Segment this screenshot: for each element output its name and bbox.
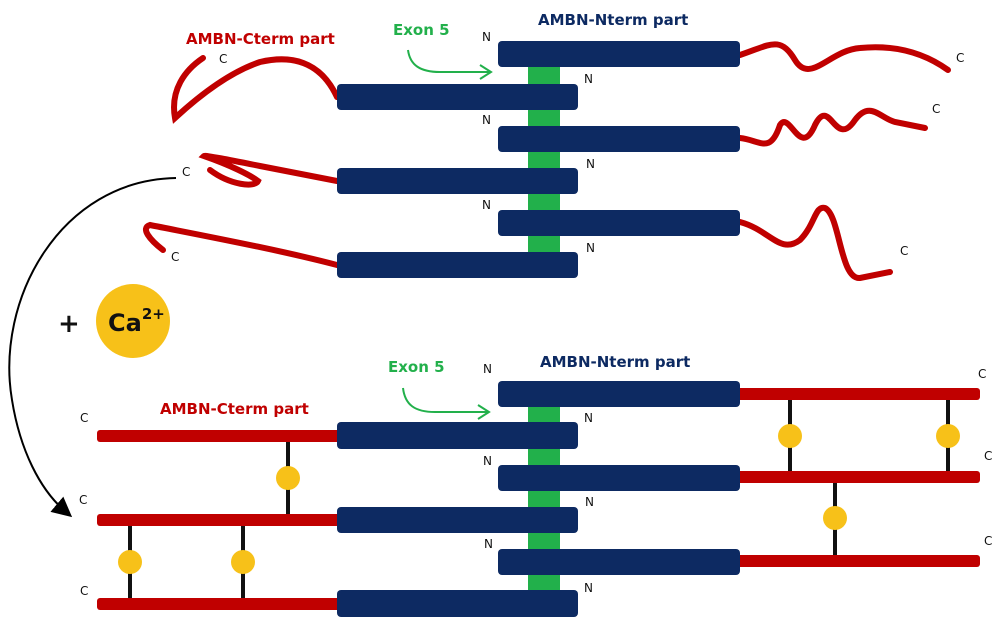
cterm-tail <box>143 221 340 268</box>
exon5-pointer-arrow <box>402 387 488 413</box>
nterm-bar <box>498 126 740 152</box>
cterm-tail <box>171 55 340 124</box>
cterm-tail <box>198 152 340 188</box>
c-terminus-label: C <box>984 534 992 548</box>
bottom-assembly: N N N N N N C C C C C C AMBN-Cterm part … <box>79 353 992 617</box>
n-terminus-label: N <box>483 362 492 376</box>
n-terminus-label: N <box>584 72 593 86</box>
n-terminus-label: N <box>584 581 593 595</box>
calcium-dot <box>823 506 847 530</box>
cterm-bar <box>736 555 980 567</box>
cterm-bar <box>736 471 980 483</box>
nterm-bar <box>498 465 740 491</box>
n-terminus-label: N <box>483 454 492 468</box>
cterm-tail <box>737 107 928 147</box>
n-terminus-label: N <box>482 113 491 127</box>
c-terminus-label: C <box>932 102 940 116</box>
nterm-bar <box>498 381 740 407</box>
cterm-bar <box>97 598 342 610</box>
c-terminus-label: C <box>219 52 227 66</box>
exon5-label: Exon 5 <box>393 21 450 39</box>
plus-sign: + <box>58 309 80 339</box>
calcium-dot <box>778 424 802 448</box>
nterm-part-label: AMBN-Nterm part <box>540 353 690 371</box>
n-terminus-label: N <box>586 241 595 255</box>
nterm-bar <box>498 549 740 575</box>
nterm-part-label: AMBN-Nterm part <box>538 11 688 29</box>
calcium-dot <box>276 466 300 490</box>
nterm-bar <box>337 168 578 194</box>
nterm-bar <box>337 422 578 449</box>
calcium-dot <box>936 424 960 448</box>
c-terminus-label: C <box>79 493 87 507</box>
n-terminus-label: N <box>585 495 594 509</box>
cterm-part-label: AMBN-Cterm part <box>186 30 335 48</box>
cterm-bar <box>97 514 342 526</box>
calcium-dot <box>231 550 255 574</box>
cterm-bar <box>97 430 342 442</box>
transition-arrow <box>8 177 177 518</box>
nterm-bar <box>498 41 740 67</box>
c-terminus-label: C <box>978 367 986 381</box>
exon5-pointer-arrow <box>407 49 490 73</box>
n-terminus-label: N <box>482 30 491 44</box>
nterm-bar <box>498 210 740 236</box>
top-assembly: N N N N N N C C C C C C AMBN-Cterm part … <box>143 11 964 281</box>
n-terminus-label: N <box>484 537 493 551</box>
nterm-bar <box>337 590 578 617</box>
calcium-ion: Ca2+ <box>96 284 170 358</box>
nterm-bar <box>337 252 578 278</box>
n-terminus-label: N <box>586 157 595 171</box>
c-terminus-label: C <box>80 411 88 425</box>
cterm-tail <box>737 41 951 73</box>
cterm-tail <box>737 204 893 281</box>
n-terminus-label: N <box>482 198 491 212</box>
calcium-dot <box>118 550 142 574</box>
n-terminus-label: N <box>584 411 593 425</box>
nterm-bar <box>337 507 578 533</box>
c-terminus-label: C <box>80 584 88 598</box>
c-terminus-label: C <box>956 51 964 65</box>
c-terminus-label: C <box>984 449 992 463</box>
exon5-label: Exon 5 <box>388 358 445 376</box>
nterm-bar <box>337 84 578 110</box>
cterm-bar <box>736 388 980 400</box>
cterm-part-label: AMBN-Cterm part <box>160 400 309 418</box>
svg-text:Ca2+: Ca2+ <box>108 305 165 337</box>
c-terminus-label: C <box>900 244 908 258</box>
c-terminus-label: C <box>182 165 190 179</box>
c-terminus-label: C <box>171 250 179 264</box>
